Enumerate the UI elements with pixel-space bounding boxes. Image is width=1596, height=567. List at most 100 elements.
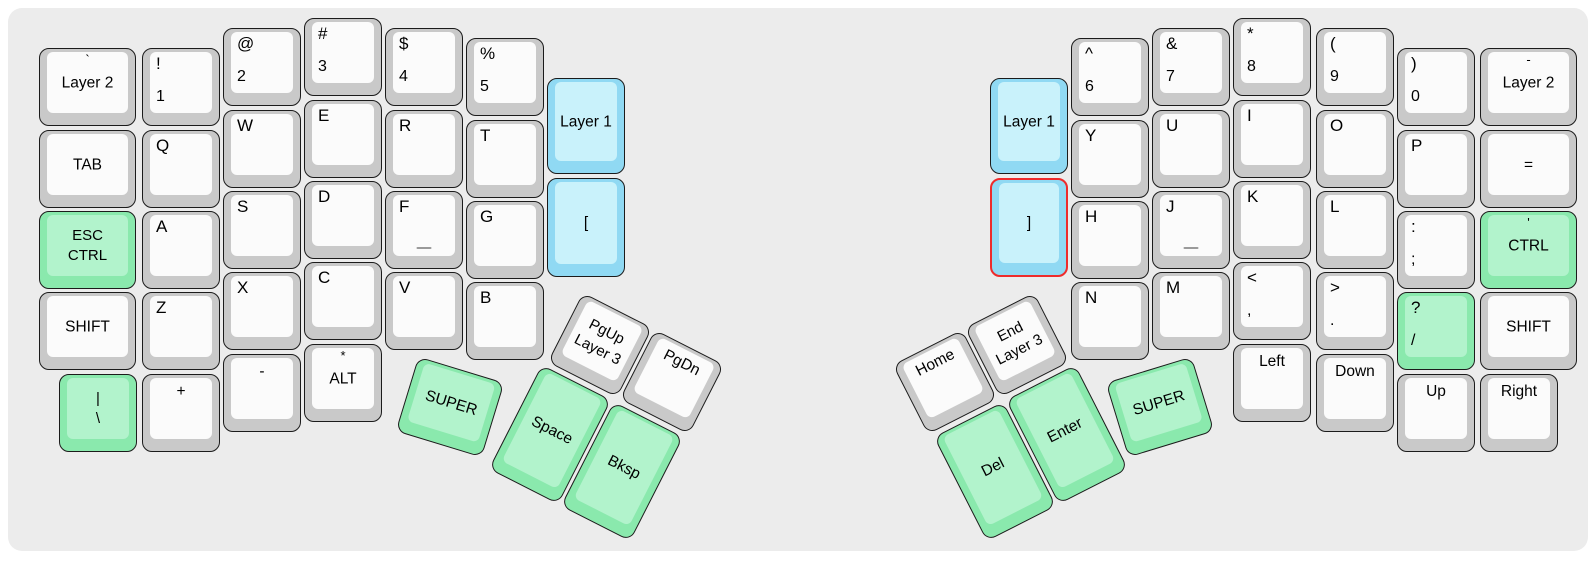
keycap: S (231, 195, 293, 256)
keycap: Up (1405, 378, 1467, 439)
keycap: K (1241, 185, 1303, 246)
keycap: C (312, 266, 374, 327)
key-super-left[interactable]: SUPER (395, 356, 505, 458)
key-c[interactable]: C (304, 262, 382, 340)
key-shift-right[interactable]: SHIFT (1480, 292, 1577, 370)
keycap: Y (1079, 124, 1141, 185)
keycap: A (150, 215, 212, 276)
key-tab[interactable]: TAB (39, 130, 136, 208)
key-equals[interactable]: = (1480, 130, 1577, 208)
key-caret-6[interactable]: ^6 (1071, 38, 1149, 116)
homing-bar (1183, 246, 1199, 249)
key-layer1-right[interactable]: Layer 1 (990, 78, 1068, 174)
key-shift-left[interactable]: SHIFT (39, 292, 136, 370)
key-w[interactable]: W (223, 110, 301, 188)
keycap: Home (901, 336, 985, 420)
key-x[interactable]: X (223, 272, 301, 350)
key-hash-3[interactable]: #3 (304, 18, 382, 96)
keycap: [ (555, 182, 617, 264)
key-n[interactable]: N (1071, 282, 1149, 360)
keycap: M (1160, 276, 1222, 337)
keycap: J (1160, 195, 1222, 256)
keycap: P (1405, 134, 1467, 195)
key-g[interactable]: G (466, 201, 544, 279)
key-rparen-0[interactable]: )0 (1397, 48, 1475, 126)
key-super-right[interactable]: SUPER (1105, 356, 1215, 458)
key-grave-layer2[interactable]: `Layer 2 (39, 48, 136, 126)
key-colon-semi[interactable]: :; (1397, 211, 1475, 289)
key-quote-ctrl[interactable]: 'CTRL (1480, 211, 1577, 289)
key-amp-7[interactable]: &7 (1152, 28, 1230, 106)
key-u[interactable]: U (1152, 110, 1230, 188)
key-pct-5[interactable]: %5 (466, 38, 544, 116)
key-layer1-left[interactable]: Layer 1 (547, 78, 625, 174)
keycap: R (393, 114, 455, 175)
key-pipe-backslash[interactable]: |\ (59, 374, 137, 452)
keycap: Down (1324, 358, 1386, 419)
key-b[interactable]: B (466, 282, 544, 360)
keycap: U (1160, 114, 1222, 175)
keycap: (9 (1324, 32, 1386, 93)
key-y[interactable]: Y (1071, 120, 1149, 198)
key-m[interactable]: M (1152, 272, 1230, 350)
key-arrow-right[interactable]: Right (1480, 374, 1558, 452)
key-gt-period[interactable]: >. (1316, 272, 1394, 350)
key-a[interactable]: A (142, 211, 220, 289)
keycap: X (231, 276, 293, 337)
keycap: @2 (231, 32, 293, 93)
key-e[interactable]: E (304, 100, 382, 178)
key-k[interactable]: K (1233, 181, 1311, 259)
key-f[interactable]: F (385, 191, 463, 269)
key-t[interactable]: T (466, 120, 544, 198)
key-quest-slash[interactable]: ?/ (1397, 292, 1475, 370)
key-excl-1[interactable]: !1 (142, 48, 220, 126)
key-ast-alt[interactable]: *ALT (304, 344, 382, 422)
keycap: >. (1324, 276, 1386, 337)
keycap: - (231, 358, 293, 419)
keycap: I (1241, 104, 1303, 165)
key-j[interactable]: J (1152, 191, 1230, 269)
key-i[interactable]: I (1233, 100, 1311, 178)
keycap: = (1488, 134, 1569, 195)
key-o[interactable]: O (1316, 110, 1394, 188)
keycap: Z (150, 296, 212, 357)
keycap: %5 (474, 42, 536, 103)
key-r[interactable]: R (385, 110, 463, 188)
key-v[interactable]: V (385, 272, 463, 350)
key-p[interactable]: P (1397, 130, 1475, 208)
key-arrow-left[interactable]: Left (1233, 344, 1311, 422)
key-s[interactable]: S (223, 191, 301, 269)
key-l[interactable]: L (1316, 191, 1394, 269)
key-lt-comma[interactable]: <, (1233, 262, 1311, 340)
keycap: PgDn (632, 336, 716, 420)
keycap: O (1324, 114, 1386, 175)
keycap: Left (1241, 348, 1303, 409)
key-dollar-4[interactable]: $4 (385, 28, 463, 106)
key-dash-layer2[interactable]: -Layer 2 (1480, 48, 1577, 126)
keycap: Layer 1 (998, 82, 1060, 161)
key-minus-left[interactable]: - (223, 354, 301, 432)
key-d[interactable]: D (304, 181, 382, 259)
key-ast-8[interactable]: *8 (1233, 18, 1311, 96)
keycap: Right (1488, 378, 1550, 439)
keycap: B (474, 286, 536, 347)
keycap: <, (1241, 266, 1303, 327)
key-lbracket[interactable]: [ (547, 178, 625, 277)
keycap: ^6 (1079, 42, 1141, 103)
key-lparen-9[interactable]: (9 (1316, 28, 1394, 106)
key-h[interactable]: H (1071, 201, 1149, 279)
key-at-2[interactable]: @2 (223, 28, 301, 106)
key-rbracket[interactable]: ] (990, 178, 1068, 277)
key-arrow-down[interactable]: Down (1316, 354, 1394, 432)
key-arrow-up[interactable]: Up (1397, 374, 1475, 452)
key-q[interactable]: Q (142, 130, 220, 208)
keycap: #3 (312, 22, 374, 83)
key-plus[interactable]: + (142, 374, 220, 452)
keycap: $4 (393, 32, 455, 93)
keycap: 'CTRL (1488, 215, 1569, 276)
key-z[interactable]: Z (142, 292, 220, 370)
